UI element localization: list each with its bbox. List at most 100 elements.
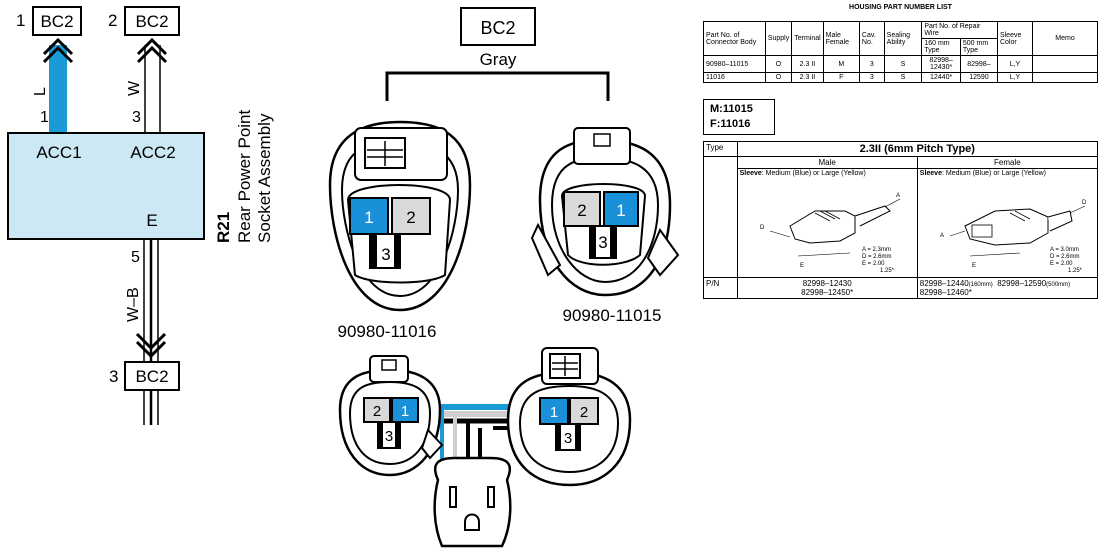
connector-views: BC2 Gray 1 2 3 90980-11016 2 1 3 9 bbox=[328, 7, 680, 548]
conn-bl-pin-1: 1 bbox=[401, 403, 409, 420]
cell bbox=[1032, 55, 1098, 73]
conn-br-pin-3: 3 bbox=[564, 430, 572, 447]
top-connector-1-label: BC2 bbox=[40, 12, 73, 31]
bc2-title: BC2 bbox=[480, 18, 515, 38]
cell: F bbox=[822, 72, 860, 83]
component-name-line1: Rear Power Point bbox=[235, 109, 254, 243]
male-pn-1: 82998–12430 bbox=[802, 279, 852, 288]
top-pin-2-number: 2 bbox=[108, 11, 117, 30]
male-terminal-cell: Sleeve: Medium (Blue) or Large (Yellow) … bbox=[736, 168, 918, 278]
top-connector-1-box bbox=[32, 6, 82, 36]
power-outlet-icon bbox=[433, 456, 512, 548]
col-header-cav-no: Cav. No. bbox=[858, 21, 885, 56]
cell: 2.3 II bbox=[791, 55, 824, 73]
male-dim-d: D = 2.6mm bbox=[862, 254, 892, 260]
male-female-box: M:11015 F:11016 bbox=[703, 99, 775, 135]
cell bbox=[1032, 72, 1098, 83]
cell: O bbox=[764, 72, 793, 83]
svg-text:D: D bbox=[760, 225, 765, 231]
socket-pin-5: 5 bbox=[131, 249, 140, 266]
connector-bottom-right bbox=[506, 347, 632, 487]
male-pn-2: 82998–12450* bbox=[801, 288, 854, 297]
female-label: Female bbox=[916, 156, 1099, 169]
male-pn-cell: 82998–12430 82998–12450* bbox=[736, 277, 918, 299]
male-sleeve-label: Sleeve bbox=[739, 170, 762, 177]
conn-11015-pin-2: 2 bbox=[577, 201, 586, 220]
socket-pin-3: 3 bbox=[132, 109, 141, 126]
wiring-diagram: 1 BC2 L 1 2 BC2 W 3 ACC1 ACC2 E R21 Rear… bbox=[7, 6, 274, 425]
pn-label: P/N bbox=[703, 277, 738, 299]
chevron-up-icon bbox=[42, 37, 74, 56]
svg-text:A: A bbox=[896, 193, 900, 199]
conn-11015-pin-3: 3 bbox=[598, 233, 607, 252]
svg-text:A: A bbox=[940, 233, 944, 239]
terminal-acc2: ACC2 bbox=[130, 143, 175, 162]
female-pn-2: 82998–12460* bbox=[919, 288, 972, 297]
svg-text:E: E bbox=[972, 263, 976, 269]
table-row: 11016 O 2.3 II F 3 S 12440* 12590 L,Y bbox=[703, 72, 1098, 83]
type-label: Type bbox=[703, 141, 738, 157]
female-dim-a: A = 3.0mm bbox=[1050, 247, 1079, 253]
chevron-up-icon bbox=[136, 37, 168, 56]
male-label: Male bbox=[736, 156, 918, 169]
cell: 3 bbox=[858, 55, 885, 73]
terminal-acc1: ACC1 bbox=[36, 143, 81, 162]
col-header-male-female: Male Female bbox=[822, 21, 860, 56]
col-header-supply: Supply bbox=[764, 21, 793, 56]
conn-br-pin-2: 2 bbox=[580, 404, 588, 421]
component-name-line2: Socket Assembly bbox=[255, 113, 274, 243]
female-terminal-cell: Sleeve: Medium (Blue) or Large (Yellow) … bbox=[916, 168, 1099, 278]
female-terminal-drawing: D A E A = 3.0mm D = 2.6mm E = 2.00 1.25* bbox=[940, 200, 1087, 274]
female-pn-500-unit: (500mm) bbox=[1046, 282, 1071, 288]
female-pn-500: 82998–12590 bbox=[997, 279, 1047, 288]
conn-11015-pin-1: 1 bbox=[616, 201, 625, 220]
terminal-e: E bbox=[146, 211, 157, 230]
col-header-terminal: Terminal bbox=[791, 21, 824, 56]
socket-pin-1: 1 bbox=[40, 109, 49, 126]
conn-11016-pin-3: 3 bbox=[381, 245, 390, 264]
col-header-sleeve-color: Sleeve Color bbox=[996, 21, 1034, 56]
terminal-table: Type 2.3II (6mm Pitch Type) Male Female … bbox=[703, 141, 1099, 299]
socket-assembly-box bbox=[7, 132, 205, 240]
blank-cell bbox=[703, 156, 738, 278]
conn-11016-pin-2: 2 bbox=[406, 208, 415, 227]
connector-11016 bbox=[328, 120, 472, 312]
female-pn-160-unit: (160mm) bbox=[968, 282, 993, 288]
chevron-up-icon bbox=[136, 45, 168, 64]
col-header-part-no: Part No. of Connector Body bbox=[703, 21, 766, 56]
bc2-color: Gray bbox=[480, 50, 517, 69]
cell: 12590 bbox=[959, 72, 998, 83]
cell: O bbox=[764, 55, 793, 73]
bottom-connector-label: BC2 bbox=[135, 367, 168, 386]
connector-11015 bbox=[530, 127, 680, 297]
housing-table-title: HOUSING PART NUMBER LIST bbox=[849, 4, 952, 11]
conn-11016-part-no: 90980-11016 bbox=[338, 322, 437, 341]
cell: 11016 bbox=[703, 72, 766, 83]
male-terminal-drawing: A D E A = 2.3mm D = 2.6mm E = 2.00 1.25* bbox=[760, 193, 900, 274]
cell: M bbox=[822, 55, 860, 73]
female-sleeve-text: : Medium (Blue) or Large (Yellow) bbox=[941, 170, 1046, 177]
cell: 3 bbox=[858, 72, 885, 83]
connector-bottom-left bbox=[338, 355, 444, 477]
cell: 82998– bbox=[959, 55, 998, 73]
conn-11015-part-no: 90980-11015 bbox=[563, 306, 662, 325]
male-sleeve-text: : Medium (Blue) or Large (Yellow) bbox=[761, 170, 866, 177]
component-ref: R21 bbox=[214, 212, 233, 243]
conn-br-pin-1: 1 bbox=[550, 404, 558, 421]
female-dim-d: D = 2.6mm bbox=[1050, 254, 1080, 260]
svg-text:E: E bbox=[800, 263, 804, 269]
housing-part-table: Part No. of Connector Body Supply Termin… bbox=[703, 21, 1098, 83]
bc2-title-box bbox=[460, 7, 536, 46]
male-dim-a: A = 2.3mm bbox=[862, 247, 891, 253]
bottom-pin-3-number: 3 bbox=[109, 367, 118, 386]
col-subheader-160: 160 mm Type bbox=[921, 38, 961, 56]
cell: 82998–12430* bbox=[921, 55, 961, 73]
cell: L,Y bbox=[996, 55, 1034, 73]
col-header-sealing: Sealing Ability bbox=[883, 21, 923, 56]
cell: 2.3 II bbox=[791, 72, 824, 83]
type-value: 2.3II (6mm Pitch Type) bbox=[736, 141, 1099, 157]
female-dim-e2: 1.25* bbox=[1068, 268, 1083, 274]
blue-wire-l bbox=[49, 45, 67, 133]
top-pin-1-number: 1 bbox=[16, 11, 25, 30]
conn-bl-pin-3: 3 bbox=[385, 428, 393, 445]
